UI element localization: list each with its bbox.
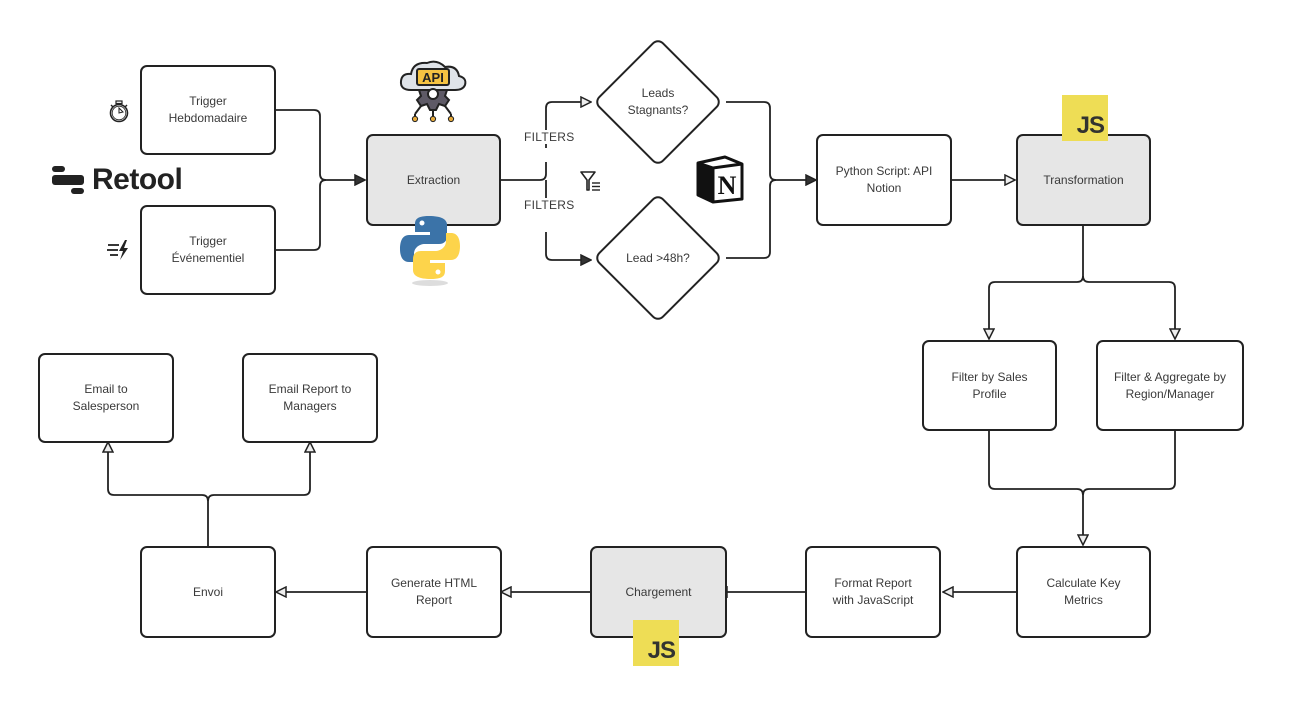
node-python-script-api-notion[interactable]: Python Script: API Notion — [816, 134, 952, 226]
edge-envoi-email-managers — [207, 443, 310, 502]
node-label: Leads — [641, 86, 675, 100]
notion-logo: N — [696, 155, 744, 204]
node-generate-html-report[interactable]: Generate HTML Report — [366, 546, 502, 638]
edge-label-filters-top: FILTERS — [522, 130, 577, 144]
edge-label-filters-bottom: FILTERS — [522, 198, 577, 212]
edge-extraction-leads-stagnants — [545, 102, 590, 148]
edge-transformation-filter-profile — [989, 226, 1084, 338]
api-cloud-gear-icon: API — [399, 60, 467, 123]
node-label: Email Report to — [268, 382, 352, 396]
node-calculate-key-metrics[interactable]: Calculate Key Metrics — [1016, 546, 1151, 638]
api-badge-text: API — [422, 70, 444, 85]
retool-logo: Retool — [52, 163, 183, 197]
javascript-logo: JS — [633, 620, 679, 666]
fast-lightning-icon — [107, 240, 128, 260]
edge-lead-48h-python — [726, 179, 777, 259]
node-label: Notion — [866, 181, 902, 195]
node-label: Profile — [972, 386, 1007, 401]
retool-wordmark: Retool — [92, 163, 183, 196]
node-label: Managers — [283, 399, 337, 413]
decision-lead-48h[interactable]: Lead >48h? — [592, 192, 724, 324]
edge-trigger-weekly-extraction — [276, 109, 364, 180]
node-label: Region/Manager — [1125, 386, 1215, 401]
node-label: Envoi — [192, 584, 224, 599]
node-label: Python Script: API — [835, 164, 933, 178]
node-label: Metrics — [1064, 593, 1103, 607]
node-label: Événementiel — [171, 251, 245, 265]
node-filter-by-sales-profile[interactable]: Filter by Sales Profile — [922, 340, 1057, 431]
python-logo — [400, 216, 460, 286]
node-label: Calculate Key — [1046, 576, 1121, 590]
edge-transformation-filter-aggregate — [1082, 275, 1175, 338]
node-transformation[interactable]: Transformation — [1016, 134, 1151, 226]
node-label: Filter & Aggregate by — [1113, 369, 1227, 384]
node-label: Extraction — [406, 172, 461, 187]
node-label: Salesperson — [72, 399, 140, 413]
node-chargement[interactable]: Chargement — [590, 546, 727, 638]
node-email-report-to-managers[interactable]: Email Report to Managers — [242, 353, 378, 443]
node-email-to-salesperson[interactable]: Email to Salesperson — [38, 353, 174, 443]
edge-trigger-event-extraction — [276, 179, 327, 251]
node-label: Report — [415, 593, 452, 607]
filter-list-icon — [580, 171, 600, 191]
js-badge-text: JS — [1076, 112, 1105, 139]
node-label: Lead >48h? — [626, 250, 690, 265]
edge-envoi-email-salesperson — [108, 443, 209, 546]
node-label: Hebdomadaire — [168, 111, 248, 125]
node-label: Email to — [84, 382, 128, 396]
node-label: with JavaScript — [832, 593, 914, 607]
edge-filter-aggregate-calculate — [1082, 431, 1176, 496]
node-label: Chargement — [625, 584, 692, 599]
node-envoi[interactable]: Envoi — [140, 546, 276, 638]
node-extraction[interactable]: Extraction — [366, 134, 501, 226]
notion-letter: N — [718, 171, 737, 200]
js-badge-text: JS — [647, 637, 676, 664]
node-label: Stagnants? — [627, 103, 689, 117]
edge-extraction-split — [501, 162, 547, 181]
javascript-logo: JS — [1062, 95, 1108, 141]
node-filter-aggregate-region-manager[interactable]: Filter & Aggregate by Region/Manager — [1096, 340, 1244, 431]
node-label: Format Report — [834, 576, 912, 590]
node-label: Trigger — [189, 94, 227, 108]
node-trigger-hebdomadaire[interactable]: Trigger Hebdomadaire — [140, 65, 276, 155]
node-label: Filter by Sales — [951, 369, 1028, 384]
node-label: Trigger — [189, 234, 227, 248]
node-trigger-evenementiel[interactable]: Trigger Événementiel — [140, 205, 276, 295]
node-label: Generate HTML — [390, 576, 478, 590]
edge-filter-profile-calculate — [988, 431, 1083, 544]
decision-leads-stagnants[interactable]: Leads Stagnants? — [592, 36, 724, 168]
node-format-report-javascript[interactable]: Format Report with JavaScript — [805, 546, 941, 638]
stopwatch-icon — [109, 100, 129, 123]
edge-extraction-lead-48h — [545, 232, 590, 260]
node-label: Transformation — [1043, 172, 1124, 187]
retool-mark-icon — [52, 166, 84, 194]
